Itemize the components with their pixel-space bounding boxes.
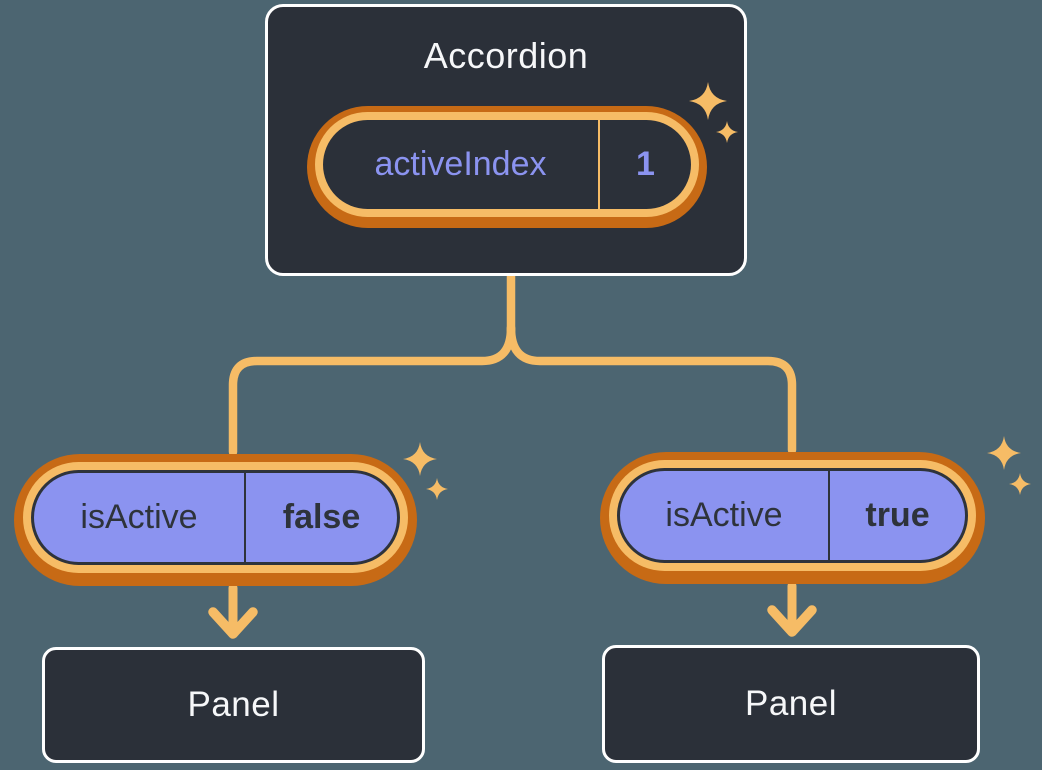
tree-branch-right (506, 323, 797, 455)
arrow-left-head-icon (208, 607, 258, 639)
tree-branch-left (228, 323, 516, 457)
prop-name-label: isActive (34, 473, 246, 562)
state-pill-ring: activeIndex 1 (315, 112, 699, 217)
arrow-right-head-icon (767, 605, 817, 637)
panel-title: Panel (744, 684, 838, 723)
prop-name-label: isActive (620, 471, 830, 560)
state-value: 1 (636, 145, 655, 183)
prop-pill-right: isActive true (600, 452, 985, 584)
prop-value: false (282, 498, 361, 536)
prop-pill-right-body: isActive true (617, 468, 968, 563)
prop-pill-left-ring: isActive false (23, 462, 408, 573)
sparkle-icon (987, 436, 1031, 495)
panel-right-card: Panel (602, 645, 980, 763)
accordion-title: Accordion (423, 35, 589, 76)
prop-pill-left: isActive false (14, 454, 417, 586)
prop-pill-left-body: isActive false (31, 470, 400, 565)
prop-value: true (865, 496, 930, 534)
state-name-label: activeIndex (323, 120, 600, 209)
panel-title: Panel (187, 685, 280, 724)
state-pill: activeIndex 1 (307, 106, 707, 228)
state-pill-body: activeIndex 1 (323, 120, 691, 209)
prop-pill-right-ring: isActive true (609, 460, 976, 571)
panel-left-card: Panel (42, 647, 425, 763)
